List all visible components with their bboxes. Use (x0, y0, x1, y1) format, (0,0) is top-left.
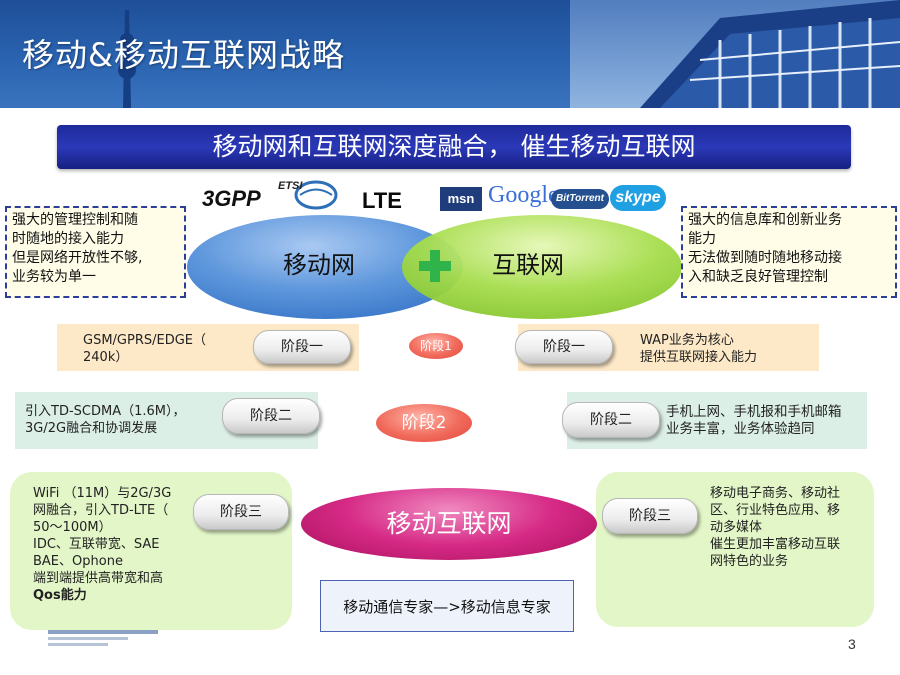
mobile-network-circle (187, 215, 463, 319)
stage2-left-text: 引入TD-SCDMA（1.6M）， 3G/2G融合和协调发展 (25, 404, 186, 436)
stage1-left-pill: 阶段一 (253, 330, 351, 364)
tower-silhouette-icon (118, 10, 136, 108)
stage3-left-text: WiFi （11M）与2G/3G 网融合，引入TD-LTE（ 50～100M） … (33, 486, 172, 603)
mobile-desc-line: 业务较为单一 (12, 269, 96, 285)
internet-desc-line: 能力 (688, 231, 716, 247)
msn-logo: msn (440, 187, 482, 211)
internet-label: 互联网 (492, 251, 564, 279)
header-bar (0, 0, 900, 108)
stage1-left-text: GSM/GPRS/EDGE（ 240k） (83, 333, 207, 365)
stage1-right-text: WAP业务为核心 提供互联网接入能力 (640, 333, 758, 365)
google-logo: Google (488, 182, 559, 208)
headline-banner: 移动网和互联网深度融合， 催生移动互联网 (57, 125, 851, 169)
internet-circle (402, 215, 682, 319)
stage3-right-panel (596, 472, 874, 627)
mobile-desc-line: 时随地的接入能力 (12, 231, 124, 247)
strategy-transition-box: 移动通信专家—>移动信息专家 (320, 580, 574, 632)
mobile-network-label: 移动网 (283, 251, 355, 279)
stage2-left-pill: 阶段二 (222, 398, 320, 434)
mobile-desc-line: 但是网络开放性不够, (12, 250, 143, 266)
stage1-center-oval: 阶段1 (409, 333, 463, 359)
internet-desc-line: 强大的信息库和创新业务 (688, 212, 842, 228)
lte-logo: LTE (362, 188, 402, 213)
skype-logo: skype (610, 185, 666, 211)
expo-building-image (570, 0, 900, 108)
mobile-internet-oval: 移动互联网 (301, 488, 597, 560)
3gpp-logo: 3GPP (202, 186, 261, 211)
etsi-logo: ETSI (278, 180, 340, 214)
internet-desc-line: 无法做到随时随地移动接 (688, 250, 842, 266)
etsi-globe-icon (294, 180, 338, 210)
internet-description: 强大的信息库和创新业务 能力 无法做到随时随地移动接 入和缺乏良好管理控制 (681, 206, 897, 298)
stage2-center-oval: 阶段2 (376, 404, 472, 442)
internet-desc-line: 入和缺乏良好管理控制 (688, 269, 828, 285)
stage3-right-text: 移动电子商务、移动社 区、行业特色应用、移 动多媒体 催生更加丰富移动互联 网特… (710, 486, 841, 569)
page-title: 移动&移动互联网战略 (22, 36, 345, 74)
bittorrent-logo: BitTorrent (551, 189, 609, 209)
stage3-left-pill: 阶段三 (193, 494, 289, 530)
plus-icon (419, 250, 451, 282)
mobile-network-description: 强大的管理控制和随 时随地的接入能力 但是网络开放性不够, 业务较为单一 (5, 206, 186, 298)
mobile-desc-line: 强大的管理控制和随 (12, 212, 138, 228)
page-number: 3 (848, 636, 856, 652)
stage2-right-pill: 阶段二 (562, 402, 660, 438)
venn-circles (187, 215, 682, 319)
stage2-right-text: 手机上网、手机报和手机邮箱 业务丰富，业务体验趋同 (666, 404, 842, 437)
stage3-right-pill: 阶段三 (602, 498, 698, 534)
footer-partner-logo (48, 630, 158, 652)
stage1-right-pill: 阶段一 (515, 330, 613, 364)
